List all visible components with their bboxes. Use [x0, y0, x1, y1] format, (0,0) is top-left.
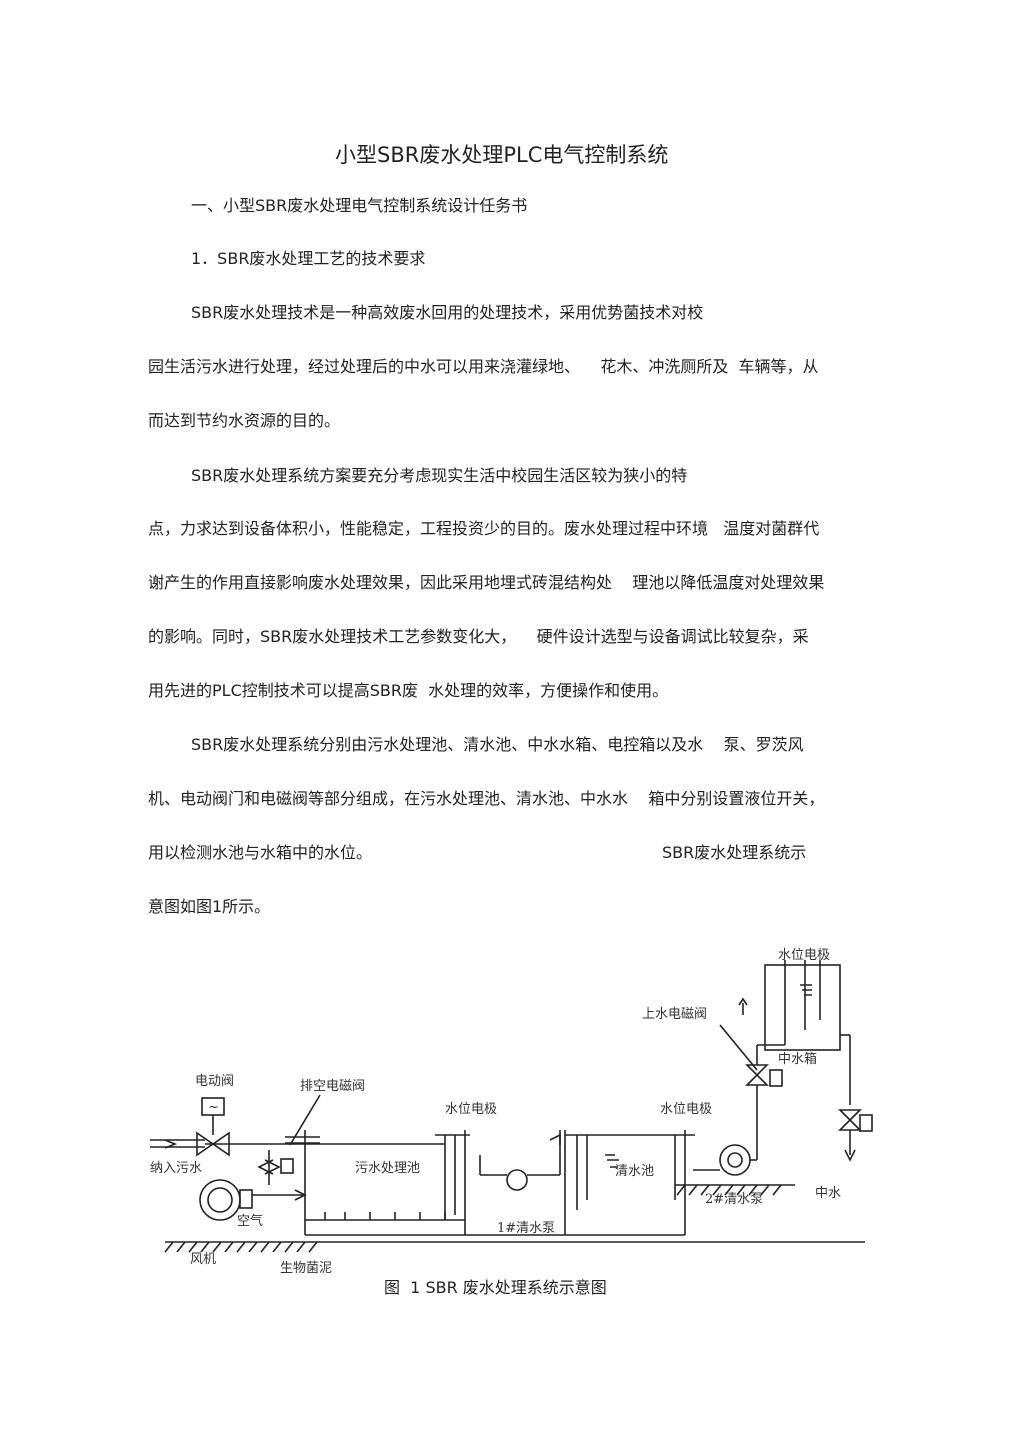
motor-symbol: ~	[208, 1100, 219, 1115]
diagram-label-level-electrode-1: 水位电极	[445, 1102, 497, 1117]
diagram-label-reclaimed-tank: 中水箱	[778, 1051, 817, 1067]
diagram-label-sludge: 生物菌泥	[280, 1261, 332, 1276]
diagram-label-level-electrode-2: 水位电极	[660, 1102, 712, 1117]
diagram-label-clear-tank: 清水池	[615, 1164, 654, 1179]
diagram-label-up-solenoid-valve: 上水电磁阀	[642, 1007, 707, 1022]
diagram-label-inflow: 纳入污水	[150, 1161, 202, 1176]
diagram-label-blower: 风机	[190, 1252, 216, 1267]
diagram-label-reclaimed-out: 中水	[815, 1186, 841, 1201]
diagram-label-pump-2: 2#清水泵	[705, 1192, 763, 1207]
diagram-label-motor-valve: 电动阀	[195, 1074, 234, 1089]
paragraph-3-line-3b: SBR废水处理系统示	[662, 843, 807, 862]
paragraph-3-line-3a: 用以检测水池与水箱中的水位。	[148, 843, 373, 862]
paragraph-2-line-1: SBR废水处理系统方案要充分考虑现实生活中校园生活区较为狭小的特	[191, 466, 688, 485]
system-diagram: 水位电极 上水电磁阀 中水箱 电动阀 排空电磁阀 水位电极 水位电极 纳入污水 …	[145, 935, 885, 1285]
section-heading: 一、小型SBR废水处理电气控制系统设计任务书	[191, 196, 528, 215]
paragraph-2-line-2: 点，力求达到设备体积小，性能稳定，工程投资少的目的。废水处理过程中环境 温度对菌…	[148, 519, 820, 538]
paragraph-1-line-1: SBR废水处理技术是一种高效废水回用的处理技术，采用优势菌技术对校	[191, 303, 704, 322]
paragraph-1-line-2: 园生活污水进行处理，经过处理后的中水可以用来浇灌绿地、 花木、冲洗厕所及 车辆等…	[148, 357, 819, 376]
subsection-heading: 1．SBR废水处理工艺的技术要求	[191, 249, 426, 268]
paragraph-3-line-1: SBR废水处理系统分别由污水处理池、清水池、中水水箱、电控箱以及水 泵、罗茨风	[191, 735, 804, 754]
diagram-label-level-electrode-top: 水位电极	[778, 948, 830, 963]
paragraph-2-line-4: 的影响。同时，SBR废水处理技术工艺参数变化大， 硬件设计选型与设备调试比较复杂…	[148, 627, 809, 646]
diagram-label-drain-solenoid-valve: 排空电磁阀	[300, 1079, 365, 1094]
diagram-label-sewage-tank: 污水处理池	[355, 1161, 420, 1176]
paragraph-2-line-3: 谢产生的作用直接影响废水处理效果，因此采用地埋式砖混结构处 理池以降低温度对处理…	[148, 573, 825, 592]
page-title: 小型SBR废水处理PLC电气控制系统	[335, 143, 669, 167]
diagram-label-air: 空气	[237, 1213, 263, 1229]
paragraph-2-line-5: 用先进的PLC控制技术可以提高SBR废 水处理的效率，方便操作和使用。	[148, 681, 669, 700]
paragraph-3-line-4: 意图如图1所示。	[148, 897, 271, 916]
paragraph-1-line-3: 而达到节约水资源的目的。	[148, 411, 341, 430]
figure-caption: 图 1 SBR 废水处理系统示意图	[384, 1278, 607, 1297]
diagram-label-pump-1: 1#清水泵	[497, 1221, 555, 1236]
paragraph-3-line-2: 机、电动阀门和电磁阀等部分组成，在污水处理池、清水池、中水水 箱中分别设置液位开…	[148, 789, 825, 808]
